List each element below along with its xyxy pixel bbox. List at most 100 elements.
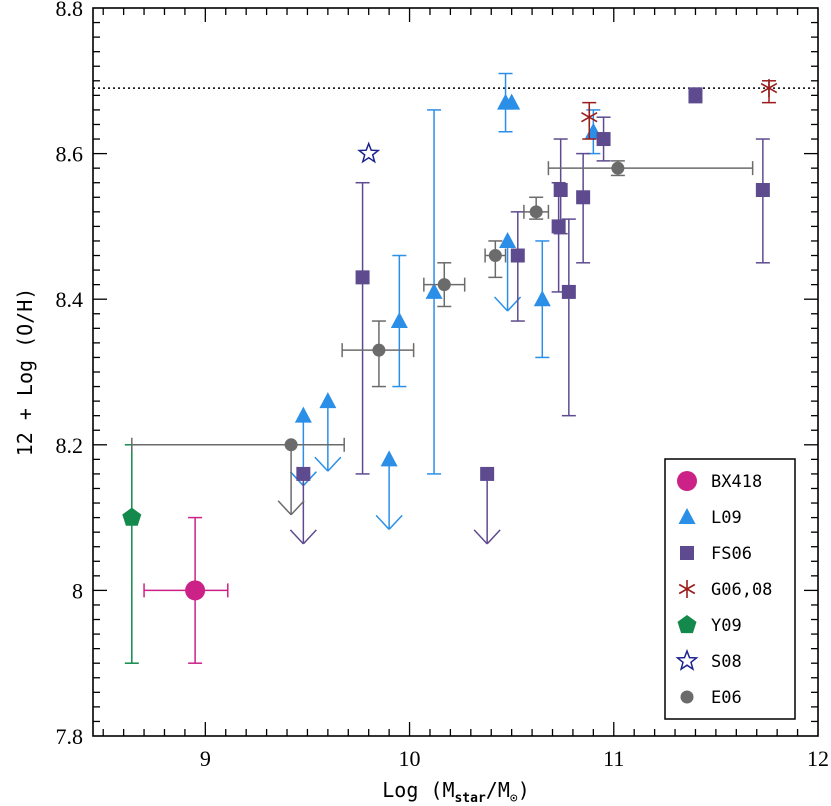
y-axis-label: 12 + Log (O/H): [13, 288, 37, 457]
fs06-marker: [551, 219, 566, 234]
legend-item-l09: L09: [678, 508, 742, 528]
e06-marker: [529, 205, 543, 219]
fs06-marker: [688, 88, 703, 103]
circle-marker: [677, 471, 697, 491]
legend-label: FS06: [711, 544, 752, 564]
e06-marker: [611, 161, 625, 175]
fs06-marker: [596, 132, 611, 147]
data-point-fs06: [561, 218, 576, 417]
fs06-marker: [561, 284, 576, 299]
data-point-fs06: [289, 466, 317, 545]
fs06-marker: [355, 270, 370, 285]
s08-marker: [357, 141, 381, 164]
x-tick-label: 10: [399, 746, 421, 771]
data-point-bx418: [143, 516, 229, 664]
star-marker: [675, 648, 699, 671]
star-marker: [357, 141, 381, 164]
y-tick-label: 8.4: [56, 287, 84, 312]
data-point-e06: [131, 437, 345, 516]
fs06-marker: [553, 183, 568, 197]
fs06-marker: [480, 466, 495, 481]
legend-marker-l09: [678, 508, 696, 524]
data-point-e06: [484, 240, 507, 279]
legend-label: L09: [711, 508, 742, 528]
data-point-l09: [425, 109, 443, 475]
data-point-e06: [423, 262, 466, 308]
x-tick-label: 12: [807, 746, 829, 771]
data-point-e06: [341, 320, 415, 388]
l09-marker: [390, 312, 408, 329]
legend-label: E06: [711, 688, 742, 708]
pentagon-marker: [122, 507, 142, 526]
data-point-fs06: [576, 152, 591, 264]
l09-marker: [294, 406, 312, 423]
legend-label: S08: [711, 652, 742, 672]
data-point-l09: [503, 93, 521, 110]
legend-marker-s08: [675, 648, 699, 671]
legend-marker-e06: [680, 690, 694, 704]
series-l09: [289, 72, 602, 530]
square-marker: [680, 546, 694, 560]
square-marker: [553, 183, 568, 197]
circle-marker: [488, 249, 502, 263]
circle-marker: [529, 205, 543, 219]
asterisk-stroke: [581, 112, 598, 123]
data-point-fs06: [596, 116, 611, 162]
triangle-marker: [294, 406, 312, 423]
circle-marker: [680, 690, 694, 704]
data-layer: [122, 72, 778, 664]
y09-marker: [122, 507, 142, 526]
legend-marker-fs06: [680, 546, 694, 560]
square-marker: [480, 466, 495, 481]
data-point-s08: [357, 141, 381, 164]
data-point-fs06: [553, 138, 568, 235]
x-axis-label-part3: ): [518, 778, 530, 802]
triangle-marker: [390, 312, 408, 329]
g06-08-marker: [760, 79, 778, 98]
upper-limit-arrowhead: [375, 514, 390, 530]
y-tick-label: 7.8: [56, 724, 84, 749]
asterisk-stroke: [760, 82, 778, 94]
series-s08: [357, 141, 381, 164]
square-marker: [688, 88, 703, 103]
x-axis-label-part2: /M: [486, 778, 510, 802]
circle-marker: [185, 580, 206, 601]
fs06-marker: [755, 183, 770, 197]
triangle-marker: [533, 290, 551, 307]
legend-item-bx418: BX418: [677, 471, 762, 492]
data-point-l09: [314, 392, 342, 472]
upper-limit-arrowhead: [473, 529, 488, 545]
data-point-fs06: [510, 211, 525, 322]
upper-limit-arrowhead: [302, 529, 317, 545]
triangle-marker: [499, 231, 517, 248]
fs06-marker: [296, 466, 311, 481]
x-tick-label: 9: [200, 746, 211, 771]
l09-marker: [319, 392, 337, 409]
legend-item-g06-08: G06,08: [678, 580, 772, 600]
circle-marker: [284, 438, 298, 452]
series-bx418: [143, 516, 229, 664]
circle-marker: [372, 343, 386, 357]
e06-marker: [488, 249, 502, 263]
data-point-l09: [533, 240, 551, 359]
circle-marker: [611, 161, 625, 175]
fs06-marker: [576, 190, 591, 205]
fs06-marker: [510, 248, 525, 263]
triangle-marker: [319, 392, 337, 409]
data-point-g06-08: [760, 79, 778, 104]
data-point-fs06: [688, 87, 703, 104]
pentagon-marker: [677, 615, 697, 634]
y-tick-label: 8.6: [56, 142, 84, 167]
l09-marker: [503, 93, 521, 110]
square-marker: [561, 284, 576, 299]
legend-item-fs06: FS06: [680, 544, 752, 564]
square-marker: [596, 132, 611, 147]
upper-limit-arrowhead: [314, 456, 329, 472]
legend-item-e06: E06: [680, 688, 742, 708]
e06-marker: [284, 438, 298, 452]
data-point-y09: [122, 444, 142, 664]
x-axis-label-sub2: ⊙: [510, 791, 518, 806]
